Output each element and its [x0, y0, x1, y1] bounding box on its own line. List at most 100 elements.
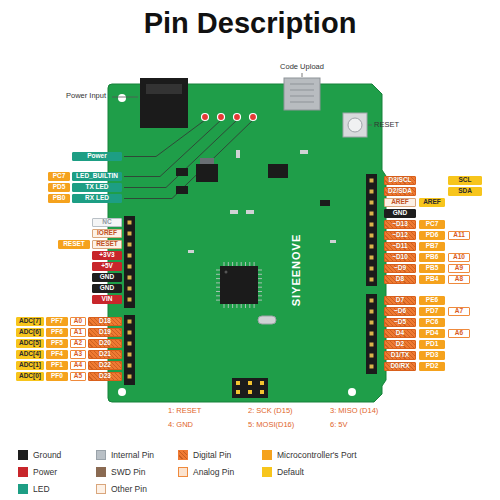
pin-tag: A11	[448, 231, 470, 240]
legend-swatch	[18, 450, 28, 460]
small-component	[330, 240, 336, 243]
pin-name: D23	[99, 373, 111, 380]
chip-pin	[258, 274, 262, 275]
chip-pin	[216, 300, 220, 301]
pin-name: ~D9	[394, 265, 406, 272]
header-hole	[128, 287, 132, 291]
pin-name: A9	[455, 265, 463, 272]
pin-tag: ~D6	[384, 307, 416, 316]
crystal	[258, 316, 276, 324]
legend-text: LED	[33, 484, 50, 494]
header-hole	[370, 343, 374, 347]
pin-name: PD1	[426, 341, 439, 348]
chip-pin	[216, 291, 220, 292]
led	[202, 114, 209, 121]
small-component	[268, 164, 288, 178]
usb-connector	[284, 78, 320, 110]
pin-name: PC7	[53, 173, 66, 180]
chip-pin	[254, 262, 255, 266]
icsp-pin	[236, 381, 240, 385]
icsp-header	[232, 378, 268, 398]
small-component	[200, 158, 214, 164]
pin-tag: A1	[70, 328, 86, 337]
header-hole	[128, 276, 132, 280]
pin-tag: A0	[70, 317, 86, 326]
microcontroller-chip	[220, 266, 258, 304]
chip-pin	[216, 295, 220, 296]
pin-tag: PB7	[419, 242, 445, 251]
page-title: Pin Description	[0, 6, 500, 41]
pin-tag: AREF	[419, 198, 445, 207]
icsp-pin	[248, 381, 252, 385]
chip-pin	[241, 304, 242, 308]
pin-tag: D20	[88, 339, 122, 348]
led-leader-line	[124, 120, 253, 199]
header-hole	[370, 332, 374, 336]
chip-pin	[216, 287, 220, 288]
chip-pin	[216, 282, 220, 283]
pin-name: LED_BUILTIN	[76, 173, 118, 180]
pin-name: PF7	[51, 318, 63, 325]
pin-name: D18	[99, 318, 111, 325]
small-component	[176, 168, 188, 176]
power-jack	[140, 78, 188, 128]
pin-name: A5	[74, 373, 82, 380]
pin-tag: PD6	[419, 231, 445, 240]
pin-name: PB4	[426, 276, 439, 283]
chip-pin	[216, 274, 220, 275]
pin-tag: Power	[72, 152, 122, 161]
legend-text: Power	[33, 467, 57, 477]
legend-text: Internal Pin	[111, 450, 154, 460]
pin-tag: PB6	[419, 253, 445, 262]
microcontroller-chip	[220, 266, 258, 304]
power-jack	[140, 78, 188, 128]
pin-name: PB5	[426, 265, 439, 272]
pin-tag: PD4	[419, 329, 445, 338]
led	[202, 114, 257, 121]
pin-tag: RESET	[92, 240, 122, 249]
led	[250, 114, 257, 121]
pin-tag: IOREF	[92, 229, 122, 238]
header-hole	[128, 265, 132, 269]
header-hole	[370, 354, 374, 358]
chip-pin	[241, 262, 242, 266]
pin-name: PD2	[426, 363, 439, 370]
part-label: RESET	[374, 121, 399, 129]
pin-name: +3V3	[99, 252, 114, 259]
pin-name: A0	[74, 318, 82, 325]
icsp-pin	[260, 381, 264, 385]
header-hole	[370, 256, 374, 260]
pin-tag: A5	[70, 372, 86, 381]
pin-tag: ADC[5]	[16, 339, 44, 348]
pin-tag: ~D5	[384, 318, 416, 327]
chip-pin	[216, 262, 262, 308]
reset-button	[348, 118, 362, 132]
icsp-pin-label: 3: MISO (D14)	[330, 407, 378, 415]
pin-tag: A4	[70, 361, 86, 370]
small-component	[188, 250, 194, 253]
chip-pin	[236, 304, 237, 308]
board	[108, 84, 386, 402]
reset-button	[343, 113, 367, 137]
pin-name: D7	[396, 297, 404, 304]
header-hole	[370, 267, 374, 271]
callout-line	[112, 97, 138, 98]
pin-name: PE6	[426, 297, 438, 304]
chip-pin	[232, 262, 233, 266]
pin-tag: ADC[6]	[16, 328, 44, 337]
pin-name: +5V	[101, 263, 113, 270]
pin-tag: PC7	[48, 172, 70, 181]
pin-tag: ADC[0]	[16, 372, 44, 381]
icsp-pin-label: 6: 5V	[330, 421, 348, 429]
legend-text: Analog Pin	[193, 467, 234, 477]
pin-name: A8	[455, 276, 463, 283]
pin-name: ~D11	[392, 243, 407, 250]
pin-name: ADC[5]	[19, 340, 41, 347]
icsp-pin-label: 1: RESET	[168, 407, 201, 415]
pin-tag: VIN	[92, 295, 122, 304]
pin-name: A11	[453, 232, 465, 239]
pin-name: D0/RX	[390, 363, 409, 370]
pin-tag: D21	[88, 350, 122, 359]
pin-tag: ~D11	[384, 242, 416, 251]
pin-tag: PD3	[419, 351, 445, 360]
